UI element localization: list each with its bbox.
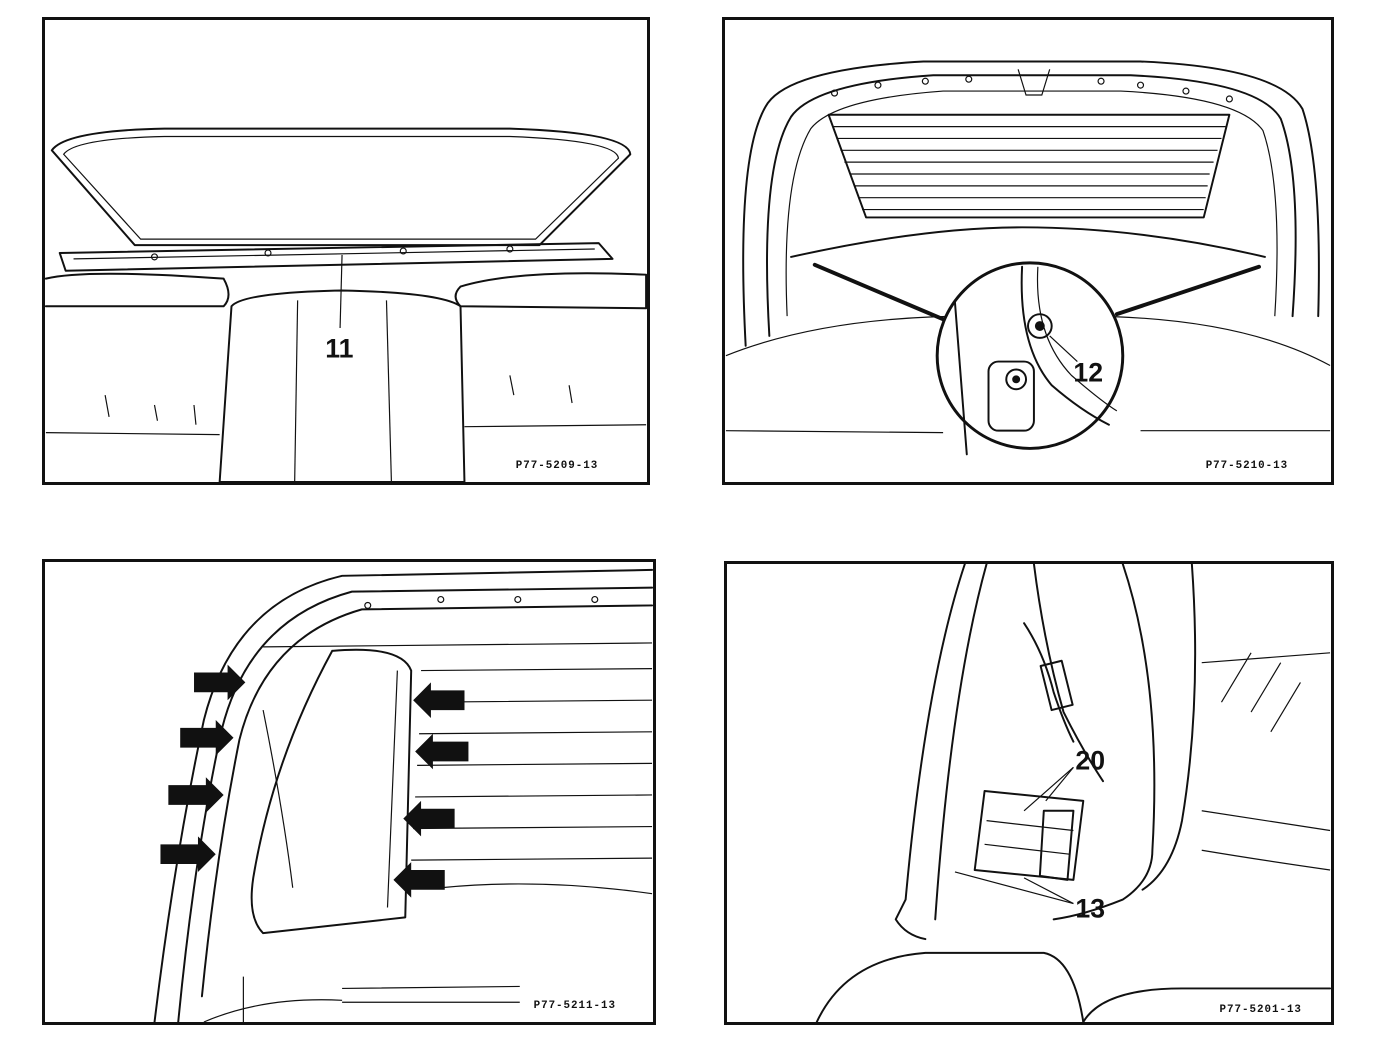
callout-20: 20 bbox=[1075, 745, 1105, 775]
figure-2-drawing: 12 P77-5210-13 bbox=[725, 60, 1331, 472]
callout-13-leader bbox=[1023, 877, 1074, 905]
figure-2-roof-frame: 12 P77-5210-13 bbox=[722, 17, 1334, 485]
callout-12-leader bbox=[1049, 335, 1078, 362]
figure-1-reference: P77-5209-13 bbox=[516, 460, 598, 472]
callout-20-leader bbox=[1023, 766, 1074, 812]
figure-3-reference: P77-5211-13 bbox=[534, 1000, 616, 1012]
callout-12: 12 bbox=[1073, 357, 1103, 387]
callout-11: 11 bbox=[325, 334, 353, 364]
figure-4-drawing: 20 13 P77-5201-13 bbox=[815, 564, 1331, 1022]
figure-3-drawing: P77-5211-13 bbox=[153, 568, 653, 1022]
figure-3-pillar-trim: P77-5211-13 bbox=[42, 559, 656, 1025]
figure-4-pillar-detail: 20 13 P77-5201-13 bbox=[724, 561, 1334, 1025]
figure-1-drawing: 11 P77-5209-13 bbox=[45, 127, 647, 482]
figure-4-reference: P77-5201-13 bbox=[1220, 1004, 1302, 1016]
callout-13: 13 bbox=[1075, 893, 1105, 923]
figure-2-reference: P77-5210-13 bbox=[1206, 460, 1288, 472]
callout-11-leader bbox=[339, 254, 343, 329]
figure-1-rear-window: 11 P77-5209-13 bbox=[42, 17, 650, 485]
